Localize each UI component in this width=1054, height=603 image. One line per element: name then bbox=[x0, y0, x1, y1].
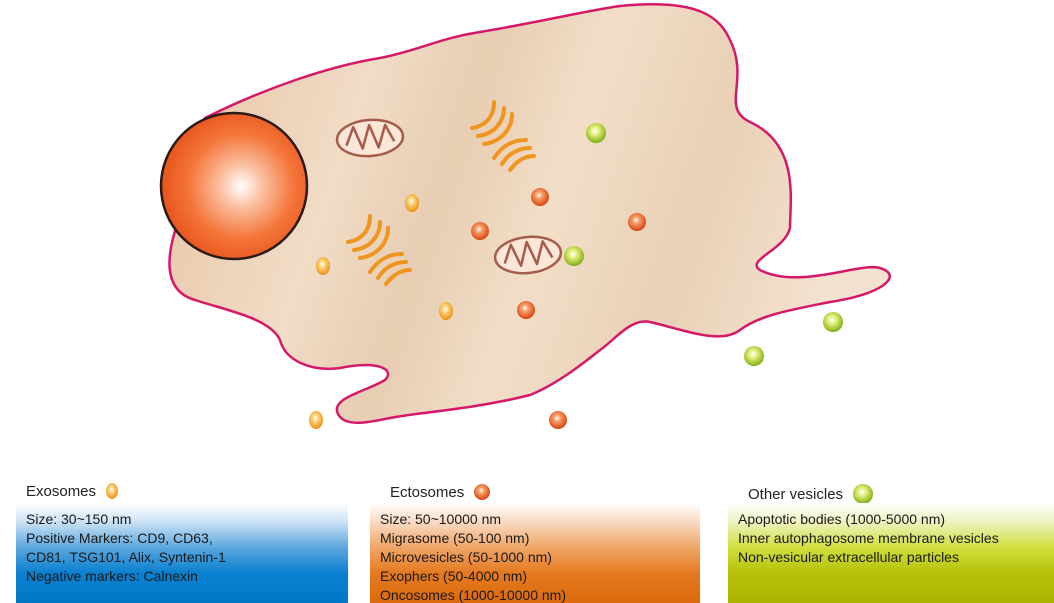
exosomes-title: Exosomes bbox=[26, 483, 96, 500]
info-line: Non-vesicular extracellular particles bbox=[738, 548, 1044, 567]
ectosome bbox=[531, 188, 549, 206]
other-vesicles-info-box: Apoptotic bodies (1000-5000 nm) Inner au… bbox=[728, 503, 1054, 603]
other-vesicles-title: Other vesicles bbox=[748, 486, 843, 503]
exosome bbox=[439, 302, 453, 320]
info-line: Migrasome (50-100 nm) bbox=[380, 529, 690, 548]
info-line: Microvesicles (50-1000 nm) bbox=[380, 548, 690, 567]
exosomes-heading: Exosomes bbox=[26, 482, 120, 500]
red-orange-vesicle-icon bbox=[472, 482, 492, 502]
other-vesicle bbox=[823, 312, 843, 332]
cell-diagram bbox=[0, 0, 1054, 440]
ectosomes-title: Ectosomes bbox=[390, 484, 464, 501]
info-line: CD81, TSG101, Alix, Syntenin-1 bbox=[26, 548, 338, 567]
nucleus bbox=[161, 113, 307, 259]
ectosome bbox=[628, 213, 646, 231]
exosome bbox=[405, 194, 419, 212]
ectosome bbox=[517, 301, 535, 319]
ectosome bbox=[471, 222, 489, 240]
info-line: Size: 50~10000 nm bbox=[380, 510, 690, 529]
info-line: Exophers (50-4000 nm) bbox=[380, 567, 690, 586]
exosome bbox=[316, 257, 330, 275]
info-line: Negative markers: Calnexin bbox=[26, 567, 338, 586]
exosome bbox=[309, 411, 323, 429]
ectosomes-heading: Ectosomes bbox=[390, 482, 492, 502]
info-line: Apoptotic bodies (1000-5000 nm) bbox=[738, 510, 1044, 529]
info-line: Oncosomes (1000-10000 nm) bbox=[380, 586, 690, 603]
ectosome bbox=[549, 411, 567, 429]
other-vesicle bbox=[564, 246, 584, 266]
ectosomes-info-box: Size: 50~10000 nm Migrasome (50-100 nm) … bbox=[370, 503, 700, 603]
exosomes-info-box: Size: 30~150 nm Positive Markers: CD9, C… bbox=[16, 503, 348, 603]
info-line: Positive Markers: CD9, CD63, bbox=[26, 529, 338, 548]
orange-vesicle-icon bbox=[104, 482, 120, 500]
info-line: Inner autophagosome membrane vesicles bbox=[738, 529, 1044, 548]
other-vesicle bbox=[744, 346, 764, 366]
info-line: Size: 30~150 nm bbox=[26, 510, 338, 529]
other-vesicle bbox=[586, 123, 606, 143]
